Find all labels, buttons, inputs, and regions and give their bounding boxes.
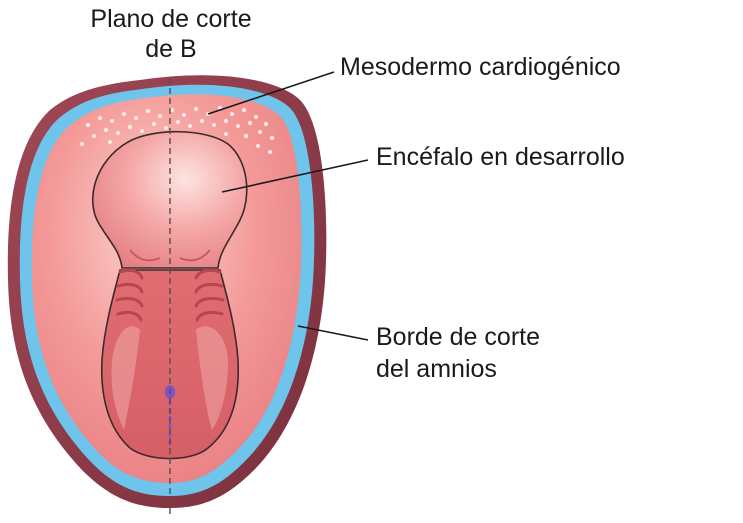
label-amnion-edge-line2: del amnios [376,354,497,384]
label-amnion-edge-line1: Borde de corte [376,322,540,352]
label-cut-plane-line1: Plano de corte [56,4,286,34]
label-cut-plane-line2: de B [56,34,286,64]
label-developing-brain: Encéfalo en desarrollo [376,142,625,172]
label-cardiogenic-mesoderm: Mesodermo cardiogénico [340,52,621,82]
